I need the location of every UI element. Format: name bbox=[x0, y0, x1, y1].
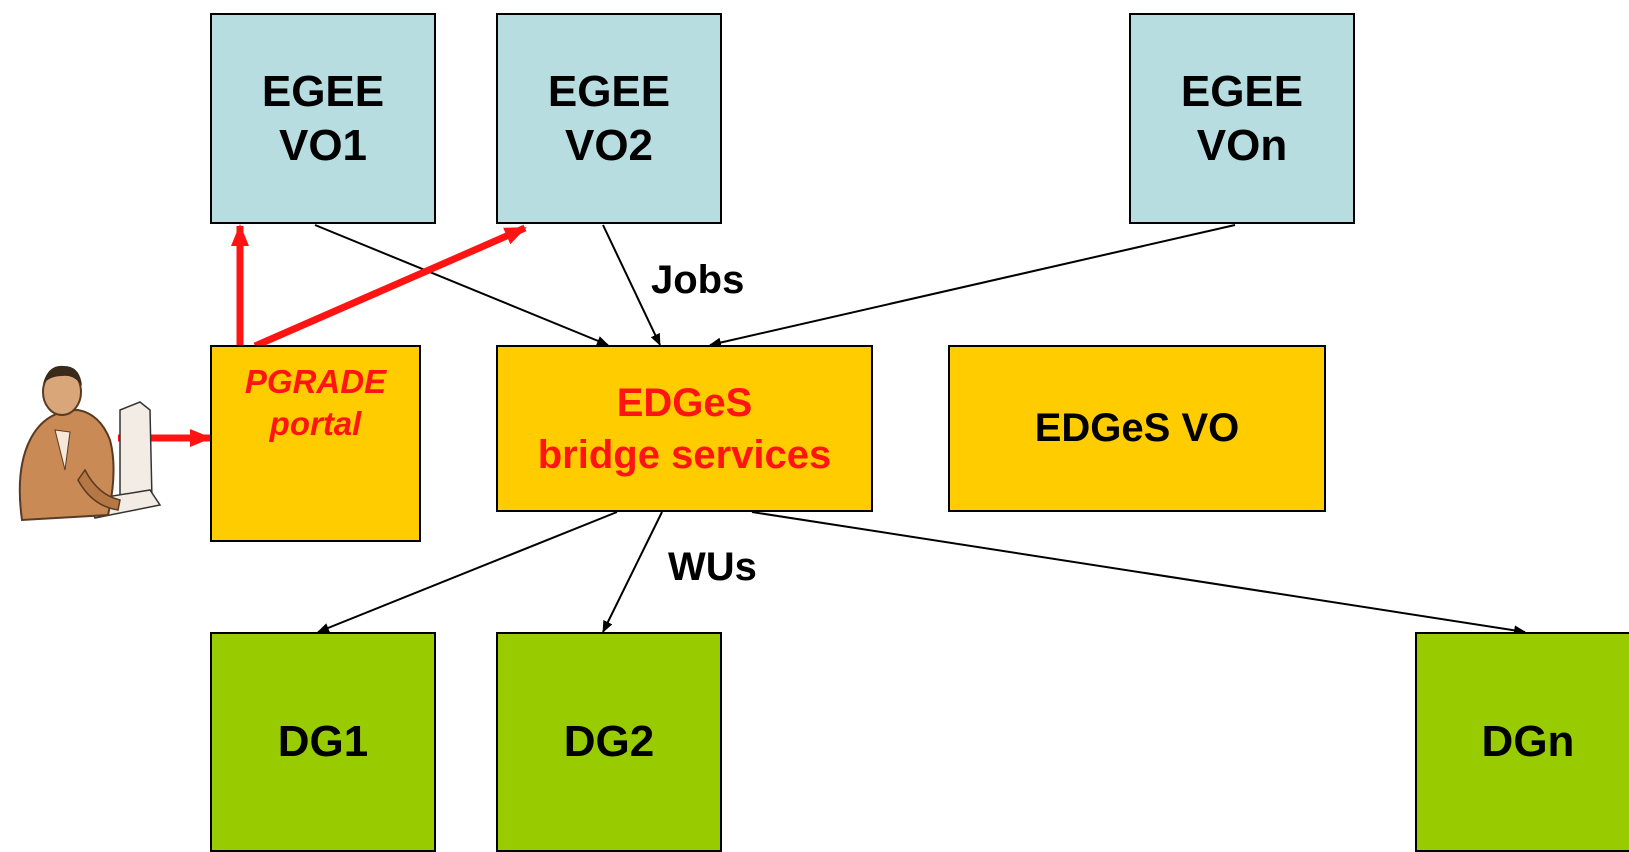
edge-bridge-dgn bbox=[751, 511, 1526, 636]
edges-vo-box: EDGeS VO bbox=[948, 345, 1326, 512]
egee-vo1-line1: EGEE bbox=[261, 66, 385, 116]
dg2-box: DG2 bbox=[496, 632, 722, 852]
edge-vo2-bridge bbox=[602, 224, 661, 346]
dgn-box: DGn bbox=[1415, 632, 1629, 852]
pgrade-portal-line1: PGRADE bbox=[244, 363, 387, 400]
jobs-label: Jobs bbox=[651, 258, 745, 302]
edges-bridge-line2: bridge services bbox=[537, 432, 832, 477]
egee-vo1-box: EGEE VO1 bbox=[210, 13, 436, 224]
egee-vo2-box: EGEE VO2 bbox=[496, 13, 722, 224]
egee-von-line2: VOn bbox=[1196, 120, 1288, 170]
dgn-label: DGn bbox=[1481, 717, 1575, 766]
wus-label: WUs bbox=[668, 545, 757, 589]
edge-von-bridge bbox=[709, 224, 1236, 348]
egee-von-line1: EGEE bbox=[1180, 66, 1304, 116]
egee-von-box: EGEE VOn bbox=[1129, 13, 1355, 224]
egee-vo2-line1: EGEE bbox=[547, 66, 671, 116]
user-at-computer-icon bbox=[18, 365, 162, 522]
edge-bridge-dg1 bbox=[317, 511, 618, 633]
dg1-label: DG1 bbox=[277, 717, 369, 766]
pgrade-portal-box: PGRADE portal bbox=[210, 345, 421, 542]
egee-vo1-line2: VO1 bbox=[278, 120, 368, 170]
egee-vo2-line2: VO2 bbox=[564, 120, 654, 170]
dg1-box: DG1 bbox=[210, 632, 436, 852]
edge-portal-vo2 bbox=[253, 224, 527, 350]
edges-bridge-line1: EDGeS bbox=[616, 380, 753, 425]
pgrade-portal-line2: portal bbox=[269, 405, 362, 442]
edges-bridge-box: EDGeS bridge services bbox=[496, 345, 873, 512]
edge-vo1-bridge bbox=[314, 224, 609, 346]
dg2-label: DG2 bbox=[563, 717, 655, 766]
edges-vo-label: EDGeS VO bbox=[1034, 406, 1240, 450]
edge-bridge-dg2 bbox=[602, 511, 663, 633]
